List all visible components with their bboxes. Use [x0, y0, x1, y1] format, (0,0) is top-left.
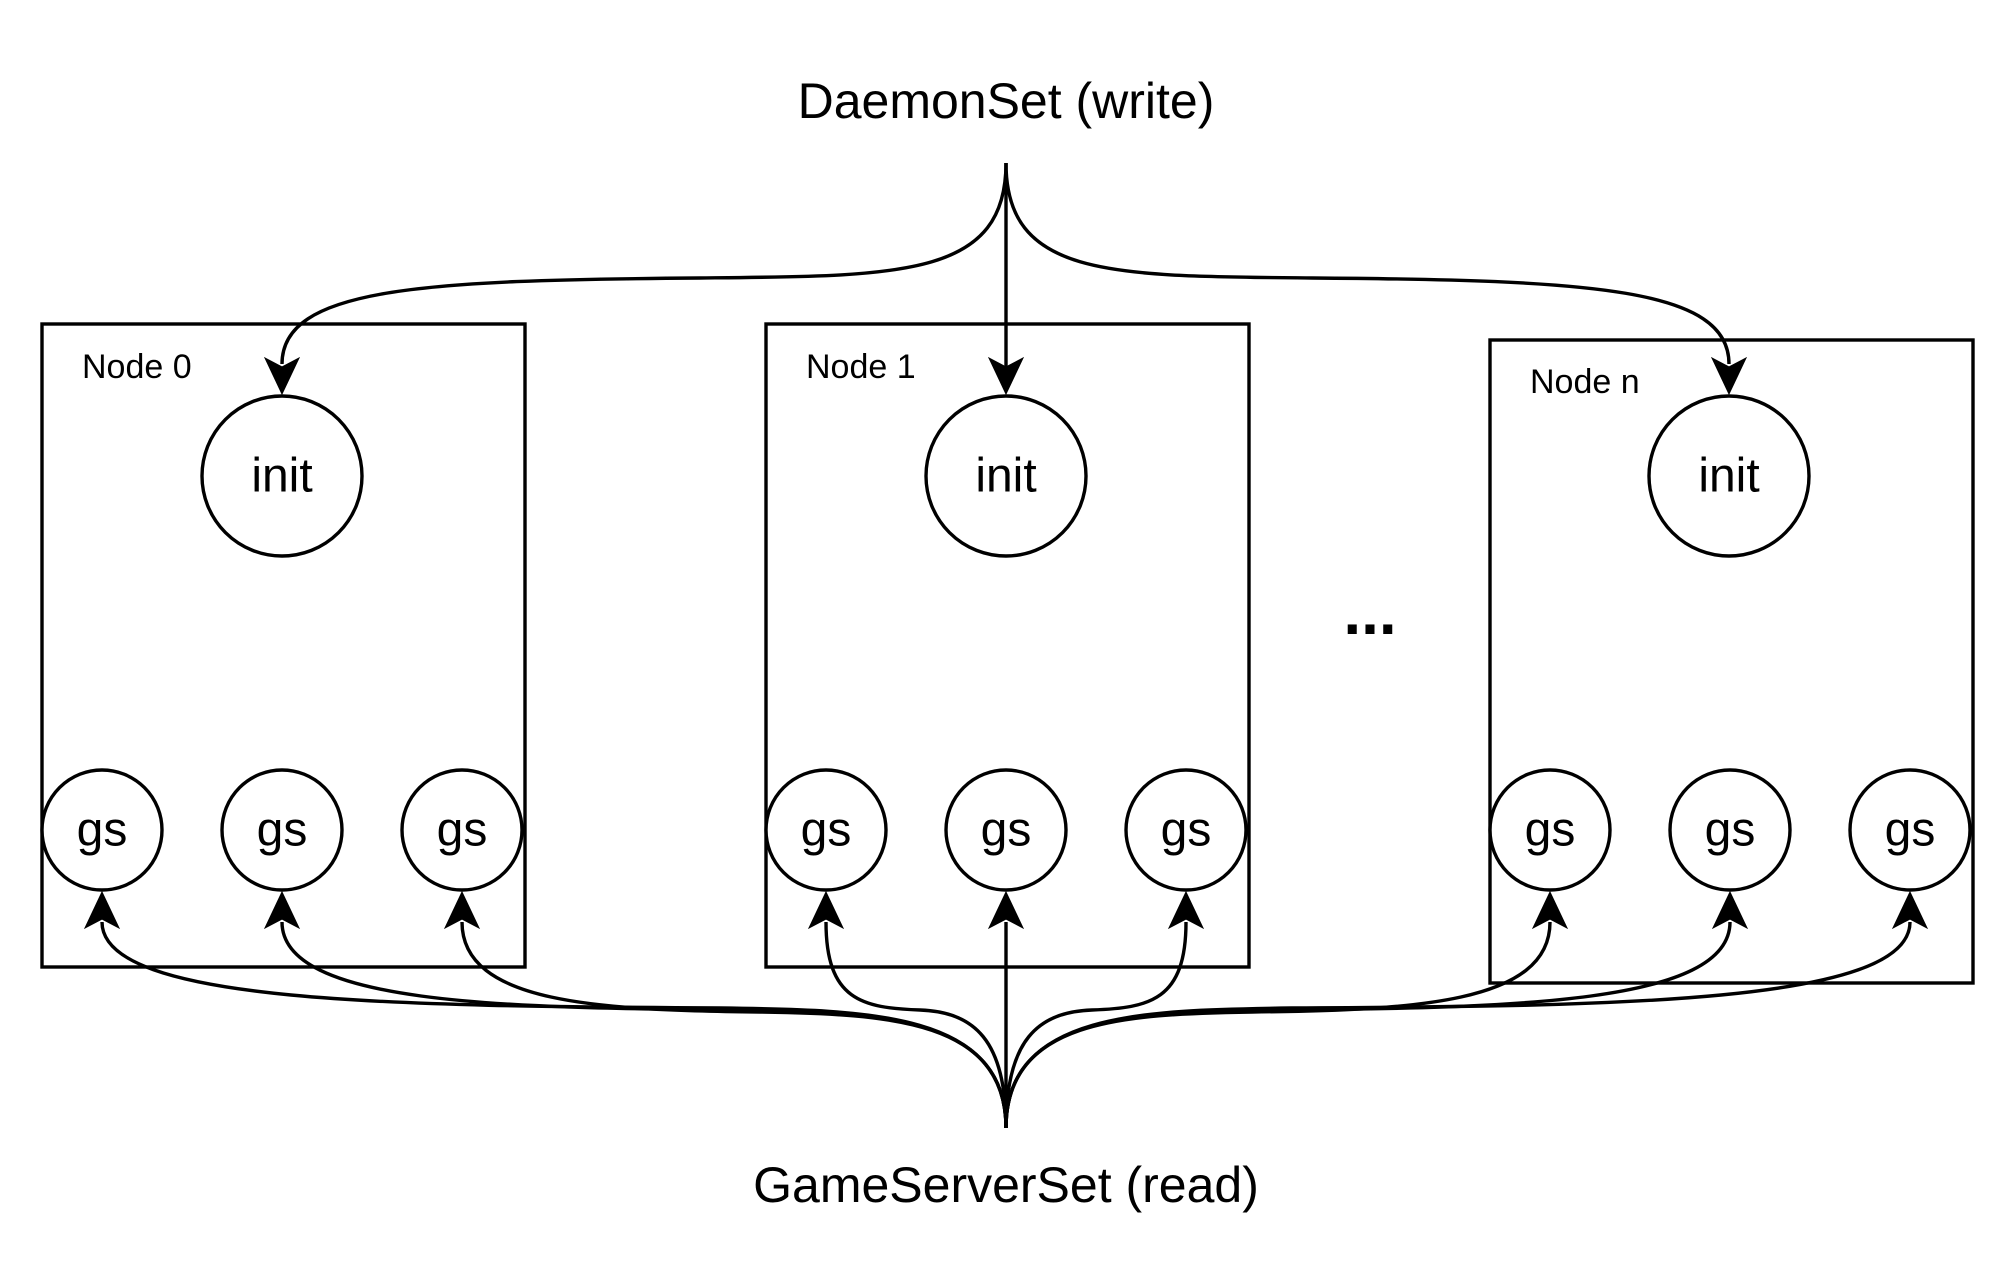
gs-pod-node-n-1-label: gs — [1525, 804, 1576, 857]
arrowhead-icon — [1167, 890, 1205, 930]
init-pod-node-n — [1647, 394, 1811, 558]
init-pod-node-0 — [200, 394, 364, 558]
arrowhead-icon — [1891, 890, 1929, 930]
read-edge-node-n-gs-3 — [1004, 921, 1912, 1129]
gs-pod-node-n-2-label: gs — [1705, 804, 1756, 857]
gameserverset-read-label: GameServerSet (read) — [753, 1157, 1259, 1213]
node-1-label: Node 1 — [806, 348, 916, 386]
gs-pod-node-0-3 — [400, 768, 524, 892]
gs-pod-node-n-3-label: gs — [1885, 804, 1936, 857]
gs-pod-node-n-1 — [1488, 768, 1612, 892]
arrowhead-icon — [987, 356, 1025, 396]
init-pod-node-0-label: init — [251, 450, 312, 503]
read-arrowheads — [83, 890, 1929, 930]
arrowhead-icon — [263, 890, 301, 930]
arrowhead-icon — [807, 890, 845, 930]
arrowhead-icon — [263, 356, 301, 396]
read-edge-node-1-gs-1 — [824, 921, 1008, 1129]
gs-pod-node-1-3 — [1124, 768, 1248, 892]
gs-pod-node-0-1 — [40, 768, 164, 892]
gs-pod-node-n-3 — [1848, 768, 1972, 892]
gs-pod-node-1-2 — [944, 768, 1068, 892]
read-edges — [100, 921, 1912, 1129]
gs-pod-node-n-2 — [1668, 768, 1792, 892]
init-pod-node-n-label: init — [1698, 450, 1759, 503]
arrowhead-icon — [1710, 356, 1748, 396]
write-edges — [280, 162, 1731, 370]
daemonset-write-label: DaemonSet (write) — [798, 73, 1215, 129]
arrowhead-icon — [1531, 890, 1569, 930]
arrowhead-icon — [443, 890, 481, 930]
init-pod-node-1-label: init — [975, 450, 1036, 503]
write-arrowheads — [263, 356, 1748, 396]
arrowhead-icon — [987, 890, 1025, 930]
gs-pod-node-1-2-label: gs — [981, 804, 1032, 857]
gs-pod-node-0-3-label: gs — [437, 804, 488, 857]
write-edge-node-n — [1004, 162, 1731, 365]
arrowhead-icon — [1711, 890, 1749, 930]
node-n-label: Node n — [1530, 363, 1640, 401]
arrowhead-icon — [83, 890, 121, 930]
gs-pod-node-1-1 — [764, 768, 888, 892]
gs-pod-node-1-1-label: gs — [801, 804, 852, 857]
gs-pod-node-0-2 — [220, 768, 344, 892]
gs-pod-node-0-1-label: gs — [77, 804, 128, 857]
write-edge-node-0 — [280, 162, 1008, 365]
more-nodes-ellipsis: ... — [1343, 576, 1396, 648]
init-pod-node-1 — [924, 394, 1088, 558]
read-edge-node-0-gs-3 — [460, 921, 1008, 1129]
node-0-label: Node 0 — [82, 348, 192, 386]
read-edge-node-1-gs-3 — [1004, 921, 1188, 1129]
gs-pod-node-0-2-label: gs — [257, 804, 308, 857]
gs-pod-node-1-3-label: gs — [1161, 804, 1212, 857]
